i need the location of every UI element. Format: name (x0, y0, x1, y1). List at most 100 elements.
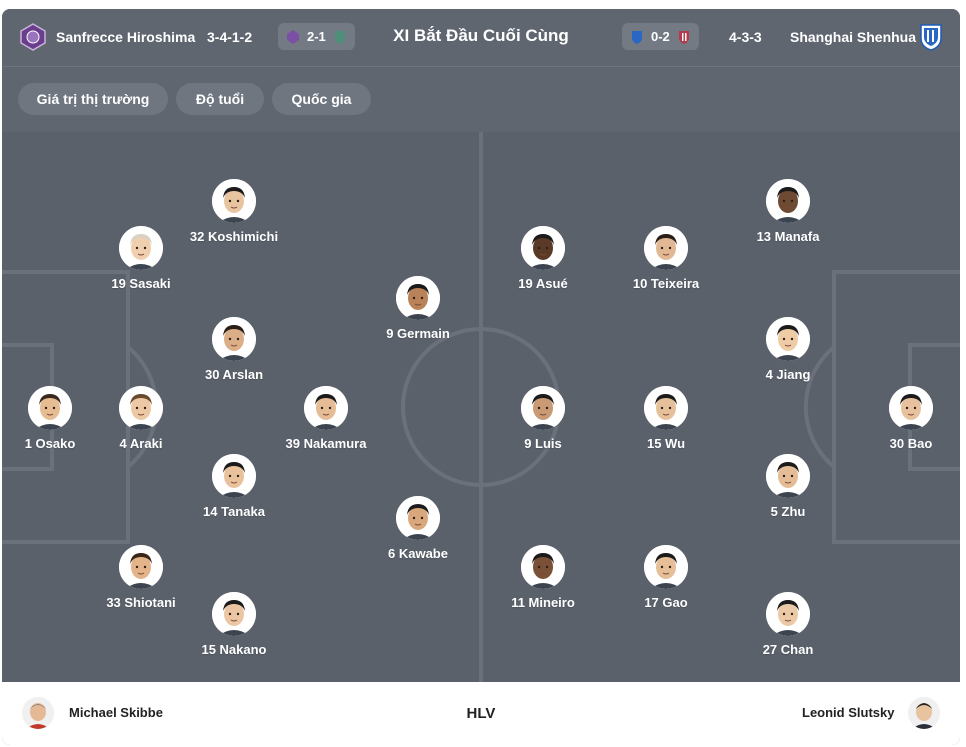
face-icon (521, 386, 565, 430)
face-icon (119, 386, 163, 430)
player-label: 32 Koshimichi (189, 229, 279, 244)
filter-bar: Giá trị thị trường Độ tuổi Quốc gia (2, 68, 960, 132)
player-label: 30 Arslan (204, 367, 264, 382)
face-icon (396, 496, 440, 540)
player-home-osako[interactable]: 1 Osako (2, 386, 115, 451)
player-avatar (644, 226, 688, 270)
home-recent-result[interactable]: 2-1 (278, 23, 355, 50)
player-home-germain[interactable]: 9 Germain (353, 276, 483, 341)
player-home-nakamura[interactable]: 39 Nakamura (261, 386, 391, 451)
player-avatar (766, 179, 810, 223)
away-coach-avatar[interactable] (908, 697, 940, 729)
away-coach-name[interactable]: Leonid Slutsky (802, 705, 895, 720)
player-avatar (766, 592, 810, 636)
player-away-zhu[interactable]: 5 Zhu (723, 454, 853, 519)
home-team-name[interactable]: Sanfrecce Hiroshima (56, 29, 196, 45)
face-icon (889, 386, 933, 430)
player-away-luis[interactable]: 9 Luis (478, 386, 608, 451)
player-label: 1 Osako (24, 436, 76, 451)
player-away-wu[interactable]: 15 Wu (601, 386, 731, 451)
shenhua-logo-icon[interactable] (916, 22, 946, 52)
face-icon (304, 386, 348, 430)
player-label: 39 Nakamura (285, 436, 367, 451)
player-away-jiang[interactable]: 4 Jiang (723, 317, 853, 382)
player-label: 33 Shiotani (106, 595, 176, 610)
player-home-sasaki[interactable]: 19 Sasaki (76, 226, 206, 291)
player-label: 27 Chan (762, 642, 814, 657)
player-home-araki[interactable]: 4 Araki (76, 386, 206, 451)
face-icon (212, 317, 256, 361)
player-label: 15 Nakano (201, 642, 267, 657)
away-recent-score: 0-2 (651, 29, 670, 44)
player-label: 30 Bao (889, 436, 933, 451)
face-icon (212, 454, 256, 498)
player-away-mineiro[interactable]: 11 Mineiro (478, 545, 608, 610)
player-avatar (212, 592, 256, 636)
opponent-mini-icon (332, 29, 348, 45)
sanfrecce-logo-icon[interactable] (18, 22, 48, 52)
player-away-manafa[interactable]: 13 Manafa (723, 179, 853, 244)
face-icon (644, 226, 688, 270)
face-icon (119, 545, 163, 589)
player-away-chan[interactable]: 27 Chan (723, 592, 853, 657)
face-icon (212, 592, 256, 636)
home-coach-avatar[interactable] (22, 697, 54, 729)
page-title: XI Bắt Đầu Cuối Cùng (393, 26, 569, 45)
shenhua-mini-icon (629, 29, 645, 45)
filter-market-value-chip[interactable]: Giá trị thị trường (18, 83, 168, 115)
filter-nationality-chip[interactable]: Quốc gia (272, 83, 371, 115)
away-team-name[interactable]: Shanghai Shenhua (790, 29, 917, 45)
face-icon (396, 276, 440, 320)
player-label: 17 Gao (644, 595, 688, 610)
player-avatar (304, 386, 348, 430)
player-avatar (119, 386, 163, 430)
face-icon (28, 386, 72, 430)
face-icon (644, 386, 688, 430)
filter-age-chip[interactable]: Độ tuổi (176, 83, 264, 115)
home-coach-name[interactable]: Michael Skibbe (69, 705, 163, 720)
player-label: 19 Sasaki (111, 276, 171, 291)
face-icon (644, 545, 688, 589)
player-avatar (396, 276, 440, 320)
face-icon (766, 454, 810, 498)
face-icon (766, 592, 810, 636)
player-avatar (766, 454, 810, 498)
home-recent-score: 2-1 (307, 29, 326, 44)
player-away-asue[interactable]: 19 Asué (478, 226, 608, 291)
player-away-bao[interactable]: 30 Bao (846, 386, 960, 451)
player-avatar (119, 545, 163, 589)
player-avatar (644, 545, 688, 589)
player-label: 13 Manafa (756, 229, 820, 244)
lineup-header: Sanfrecce Hiroshima 3-4-1-2 2-1 XI Bắt Đ… (2, 9, 960, 67)
player-avatar (212, 317, 256, 361)
player-away-teixeira[interactable]: 10 Teixeira (601, 226, 731, 291)
player-home-shiotani[interactable]: 33 Shiotani (76, 545, 206, 610)
player-home-arslan[interactable]: 30 Arslan (169, 317, 299, 382)
player-avatar (119, 226, 163, 270)
coach-label: HLV (466, 705, 496, 722)
player-avatar (396, 496, 440, 540)
face-icon (766, 317, 810, 361)
player-avatar (644, 386, 688, 430)
away-recent-result[interactable]: 0-2 (622, 23, 699, 50)
player-avatar (889, 386, 933, 430)
player-home-koshimichi[interactable]: 32 Koshimichi (169, 179, 299, 244)
coaches-row: Michael Skibbe HLV Leonid Slutsky (2, 682, 960, 745)
home-formation: 3-4-1-2 (207, 29, 253, 45)
face-icon (119, 226, 163, 270)
player-away-gao[interactable]: 17 Gao (601, 545, 731, 610)
player-label: 15 Wu (646, 436, 686, 451)
player-home-nakano[interactable]: 15 Nakano (169, 592, 299, 657)
player-home-tanaka[interactable]: 14 Tanaka (169, 454, 299, 519)
player-home-kawabe[interactable]: 6 Kawabe (353, 496, 483, 561)
player-label: 19 Asué (518, 276, 568, 291)
player-avatar (521, 226, 565, 270)
player-label: 4 Jiang (765, 367, 811, 382)
player-label: 6 Kawabe (388, 546, 448, 561)
pitch: 32 Koshimichi 19 Sasaki 9 Germain 30 Ars… (2, 132, 960, 682)
player-label: 9 Germain (386, 326, 450, 341)
player-avatar (521, 545, 565, 589)
face-icon (766, 179, 810, 223)
player-label: 14 Tanaka (203, 504, 265, 519)
player-label: 9 Luis (524, 436, 562, 451)
